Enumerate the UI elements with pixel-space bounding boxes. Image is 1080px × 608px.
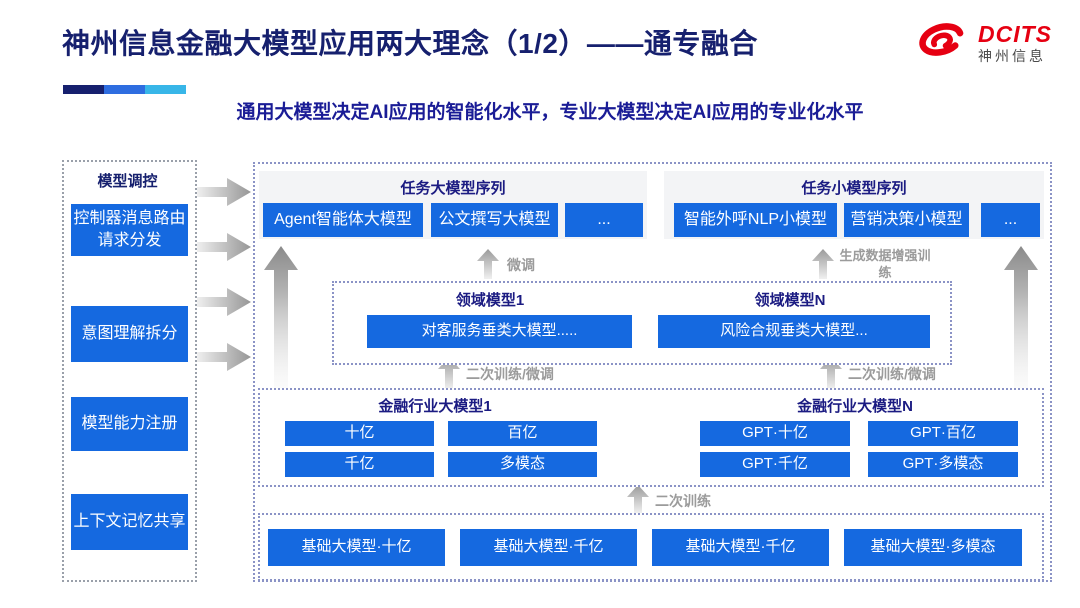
task-small-model-header: 任务小模型序列 <box>801 180 907 197</box>
node-base-model-multimodal: 基础大模型·多模态 <box>844 529 1022 566</box>
task-large-model-header: 任务大模型序列 <box>400 180 506 197</box>
arrow-right-icon <box>197 178 251 206</box>
label-secondary-training-finetune: 二次训练/微调 <box>466 366 554 382</box>
arrow-up-icon <box>820 357 842 389</box>
sidebar-node-intent: 意图理解拆分 <box>71 306 188 362</box>
dcits-swoosh-icon <box>914 20 970 67</box>
chip-10b: 百亿 <box>448 421 597 446</box>
node-more-large: ... <box>565 203 643 237</box>
label-gen-data-training: 生成数据增强训练 <box>839 248 931 280</box>
arrow-right-icon <box>197 288 251 316</box>
arrow-up-icon <box>1004 246 1038 403</box>
node-agent-model: Agent智能体大模型 <box>263 203 423 237</box>
label-finetune: 微调 <box>507 257 535 273</box>
node-marketing-model: 营销决策小模型 <box>844 203 969 237</box>
sidebar-node-context: 上下文记忆共享 <box>71 494 188 550</box>
sidebar-node-register: 模型能力注册 <box>71 397 188 451</box>
model-control-header: 模型调控 <box>97 173 158 190</box>
arrow-up-icon <box>812 249 834 279</box>
dcits-logo: DCITS 神州信息 <box>914 20 1052 67</box>
page-subtitle: 通用大模型决定AI应用的智能化水平，专业大模型决定AI应用的专业化水平 <box>236 102 864 123</box>
title-underline-bar <box>63 85 186 94</box>
logo-brand-text: DCITS <box>978 21 1052 48</box>
industry-model-n-header: 金融行业大模型N <box>797 398 913 415</box>
domain-model-1-header: 领域模型1 <box>455 292 525 309</box>
node-nlp-callout-model: 智能外呼NLP小模型 <box>674 203 837 237</box>
logo-brand-cn-text: 神州信息 <box>978 48 1046 65</box>
bar-segment-blue <box>104 85 145 94</box>
arrow-up-icon <box>438 357 460 389</box>
arrow-right-icon <box>197 233 251 261</box>
chip-gpt-1b: GPT·十亿 <box>700 421 850 446</box>
node-document-model: 公文撰写大模型 <box>431 203 558 237</box>
chip-gpt-10b: GPT·百亿 <box>868 421 1018 446</box>
node-more-small: ... <box>981 203 1040 237</box>
chip-1b: 十亿 <box>285 421 434 446</box>
node-base-model-100b: 基础大模型·千亿 <box>460 529 637 566</box>
page-title: 神州信息金融大模型应用两大理念（1/2）——通专融合 <box>62 28 758 59</box>
label-secondary-training-finetune: 二次训练/微调 <box>848 366 936 382</box>
arrow-up-icon <box>477 249 499 279</box>
node-customer-service-model: 对客服务垂类大模型..... <box>367 315 632 348</box>
arrow-up-icon <box>264 246 298 403</box>
node-base-model-100b: 基础大模型·千亿 <box>652 529 829 566</box>
chip-gpt-multimodal: GPT·多模态 <box>868 452 1018 477</box>
bar-segment-cyan <box>145 85 186 94</box>
arrow-up-icon <box>627 485 649 513</box>
industry-model-1-header: 金融行业大模型1 <box>378 398 492 415</box>
node-base-model-1b: 基础大模型·十亿 <box>268 529 445 566</box>
chip-multimodal: 多模态 <box>448 452 597 477</box>
node-risk-compliance-model: 风险合规垂类大模型... <box>658 315 930 348</box>
domain-model-n-header: 领域模型N <box>754 292 826 309</box>
sidebar-node-router: 控制器消息路由请求分发 <box>71 204 188 256</box>
chip-100b: 千亿 <box>285 452 434 477</box>
bar-segment-navy <box>63 85 104 94</box>
label-secondary-training: 二次训练 <box>655 493 711 509</box>
chip-gpt-100b: GPT·千亿 <box>700 452 850 477</box>
arrow-right-icon <box>197 343 251 371</box>
